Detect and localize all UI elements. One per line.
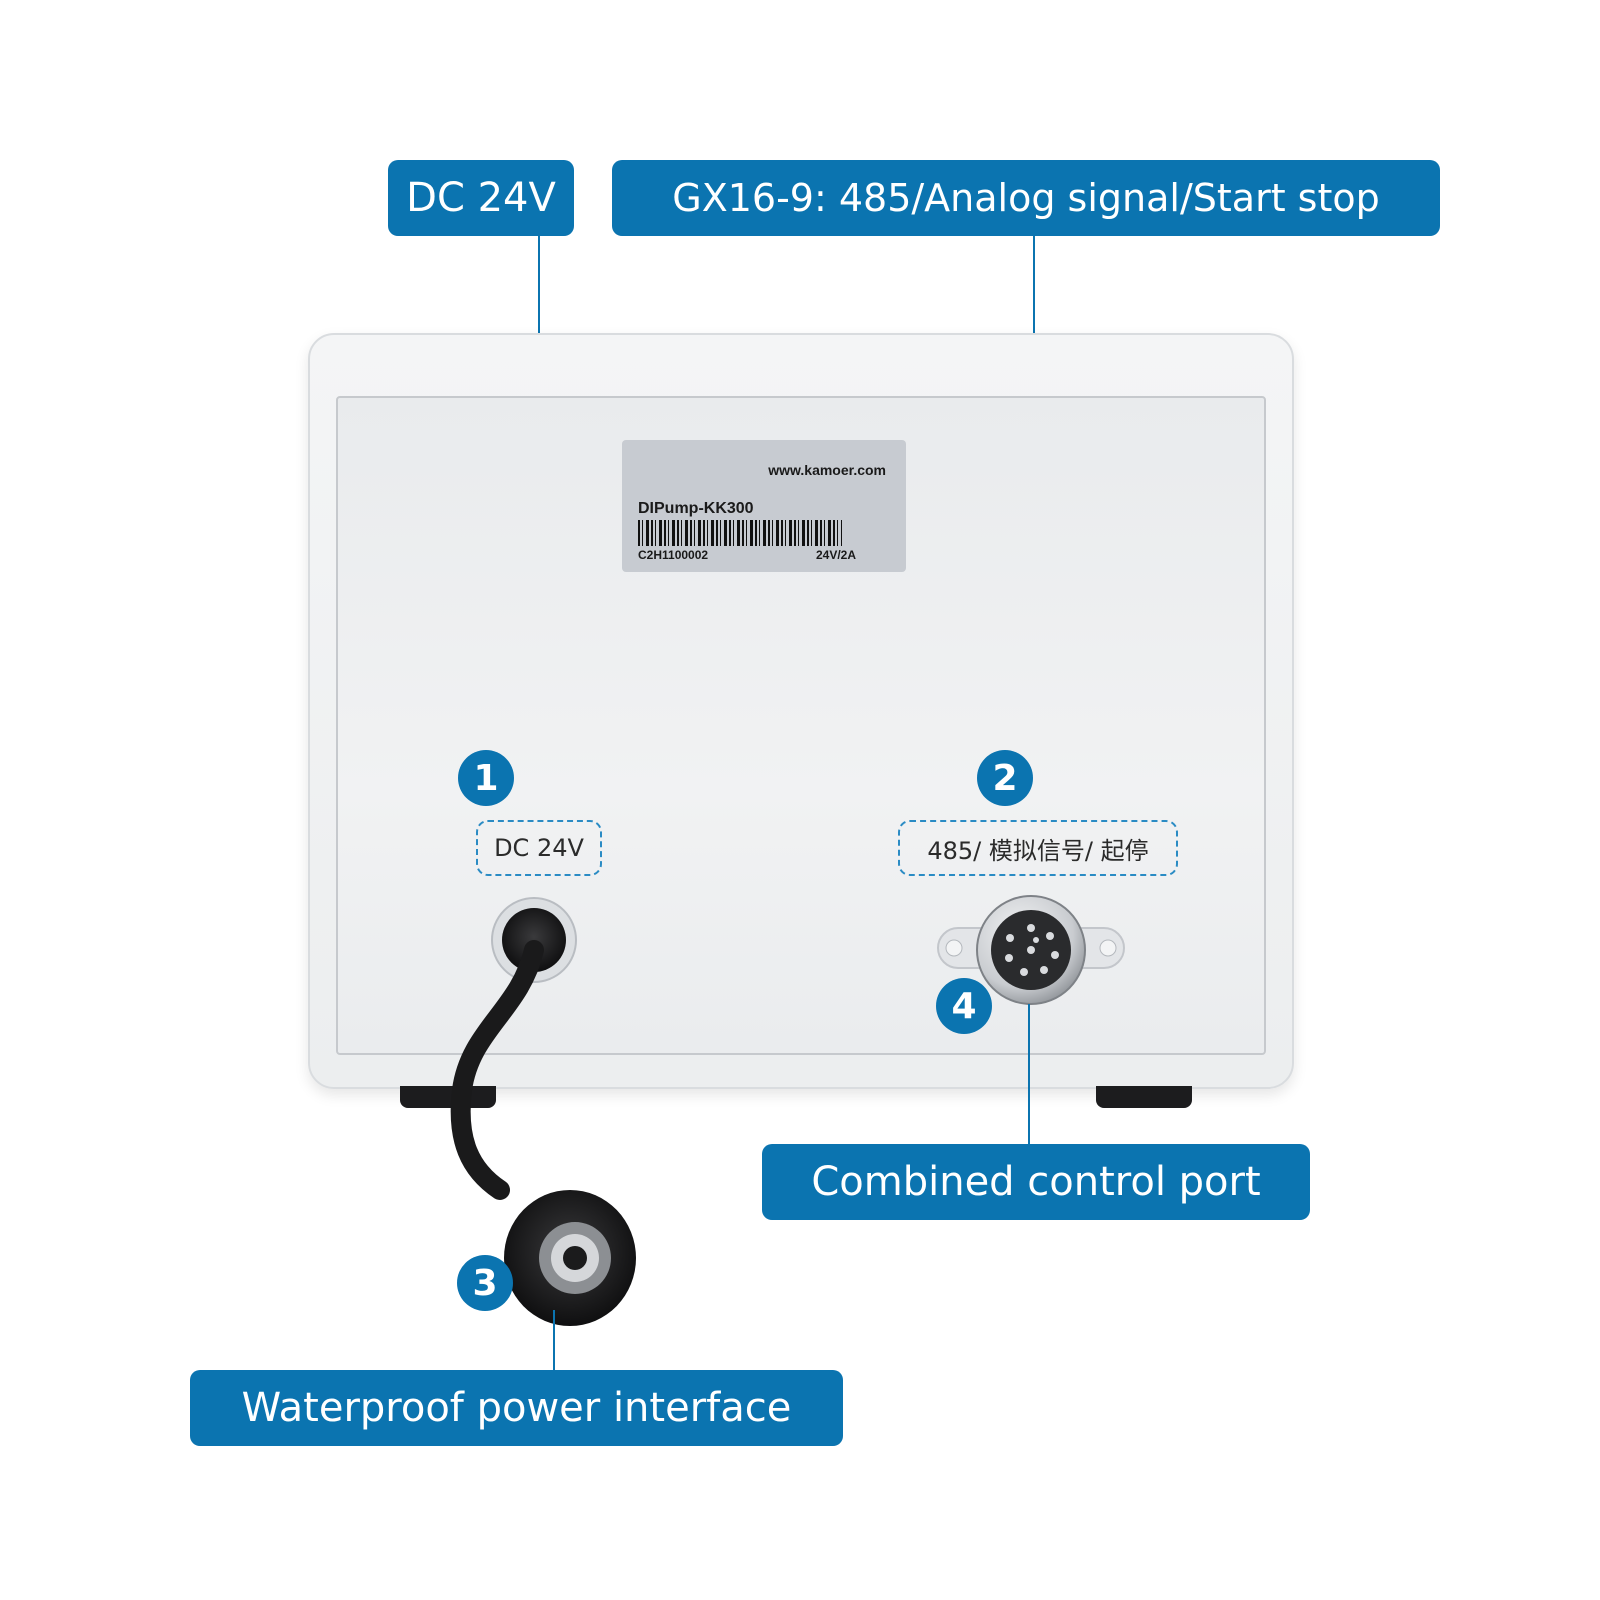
panel-tag-control-text: 485/ 模拟信号/ 起停 <box>927 836 1149 865</box>
callout-waterproof-power: Waterproof power interface <box>190 1370 843 1446</box>
label-rating: 24V/2A <box>816 548 857 562</box>
badge-2-text: 2 <box>992 757 1018 799</box>
leader-line-combined <box>1028 1004 1030 1144</box>
power-cable <box>450 940 544 1200</box>
label-url: www.kamoer.com <box>768 462 886 478</box>
barcode-icon <box>638 520 842 546</box>
callout-combined-control-port-text: Combined control port <box>811 1159 1261 1205</box>
callout-dc-24v: DC 24V <box>388 160 574 236</box>
leader-line-waterproof <box>553 1310 555 1370</box>
label-model: DIPump-KK300 <box>638 500 754 517</box>
badge-1-text: 1 <box>473 757 499 799</box>
badge-4-text: 4 <box>951 985 977 1027</box>
left-foot <box>400 1086 496 1108</box>
badge-3: 3 <box>457 1255 513 1311</box>
callout-combined-control-port: Combined control port <box>762 1144 1310 1220</box>
callout-gx16-connector-text: GX16-9: 485/Analog signal/Start stop <box>672 176 1380 220</box>
label-serial: C2H1100002 <box>638 548 709 562</box>
panel-tag-control: 485/ 模拟信号/ 起停 <box>898 820 1178 876</box>
callout-waterproof-power-text: Waterproof power interface <box>241 1385 792 1431</box>
right-foot <box>1096 1086 1192 1108</box>
badge-1: 1 <box>458 750 514 806</box>
badge-4: 4 <box>936 978 992 1034</box>
panel-tag-dc: DC 24V <box>476 820 602 876</box>
callout-dc-24v-text: DC 24V <box>406 175 556 221</box>
callout-gx16-connector: GX16-9: 485/Analog signal/Start stop <box>612 160 1440 236</box>
badge-3-text: 3 <box>472 1262 498 1304</box>
product-label: www.kamoer.com DIPump-KK300 C2H1100002 2… <box>622 440 906 572</box>
panel-tag-dc-text: DC 24V <box>494 834 584 862</box>
badge-2: 2 <box>977 750 1033 806</box>
